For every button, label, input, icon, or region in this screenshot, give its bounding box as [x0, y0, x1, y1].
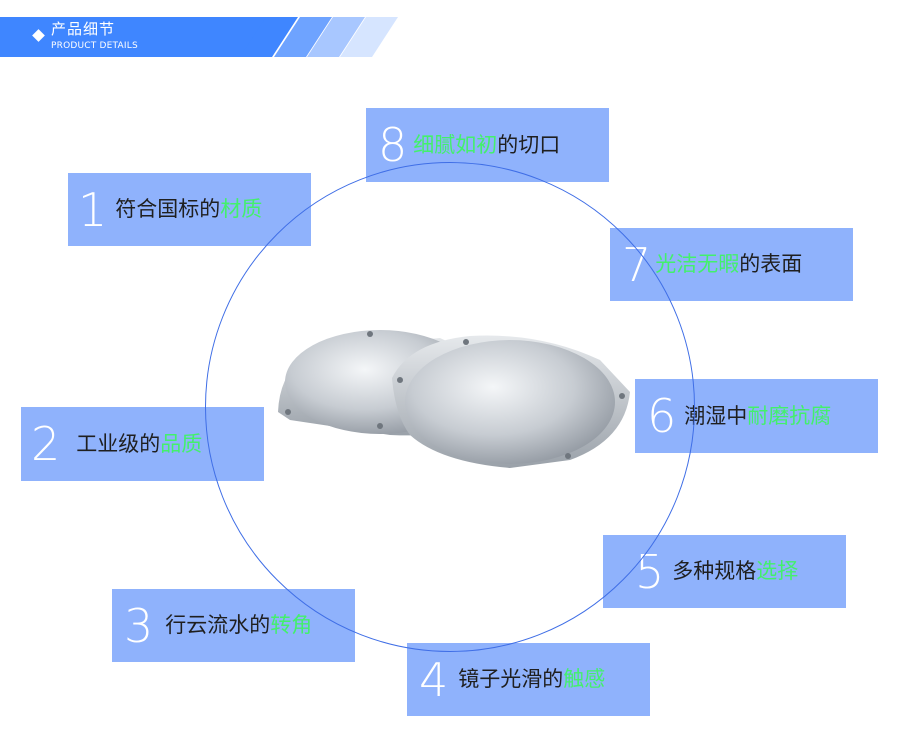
feature-text: 的切口: [497, 132, 561, 157]
feature-text: 行云流水的: [165, 613, 271, 637]
feature-box-8: 8 细腻如初的切口: [366, 108, 609, 182]
feature-text: 的表面: [739, 252, 803, 276]
feature-highlight: 材质: [220, 197, 263, 221]
feature-text: 潮湿中: [684, 403, 748, 428]
feature-box-4: 4 镜子光滑的触感: [407, 643, 650, 716]
feature-highlight: 转角: [270, 613, 313, 637]
feature-highlight: 选择: [756, 559, 799, 583]
feature-box-3: 3 行云流水的转角: [112, 589, 355, 662]
page-title: 产品细节: [51, 20, 116, 38]
feature-number: 8: [378, 118, 408, 172]
feature-text: 符合国标的: [115, 197, 221, 221]
feature-highlight: 耐磨抗腐: [747, 403, 832, 428]
feature-box-1: 1 符合国标的材质: [68, 173, 311, 246]
feature-text: 多种规格: [672, 559, 757, 583]
feature-number: 7: [622, 237, 652, 292]
feature-box-5: 5 多种规格选择: [603, 535, 846, 608]
feature-text: 镜子光滑的: [458, 667, 564, 691]
feature-number: 5: [635, 544, 665, 599]
feature-box-6: 6 潮湿中耐磨抗腐: [635, 379, 878, 453]
feature-number: 6: [647, 389, 677, 443]
front-cap: [392, 335, 630, 468]
feature-number: 2: [31, 417, 61, 471]
feature-box-7: 7 光洁无暇的表面: [610, 228, 853, 301]
product-image: [278, 330, 630, 468]
feature-number: 4: [419, 652, 449, 707]
feature-highlight: 细腻如初: [413, 132, 498, 157]
feature-highlight: 触感: [563, 667, 606, 691]
feature-text: 工业级的: [76, 431, 161, 456]
feature-number: 1: [78, 182, 108, 237]
feature-highlight: 品质: [160, 431, 203, 456]
page-subtitle: PRODUCT DETAILS: [51, 41, 138, 51]
feature-number: 3: [124, 598, 154, 653]
feature-box-2: 2 工业级的品质: [21, 407, 264, 481]
header-banner: [0, 17, 275, 57]
feature-highlight: 光洁无暇: [655, 252, 740, 276]
